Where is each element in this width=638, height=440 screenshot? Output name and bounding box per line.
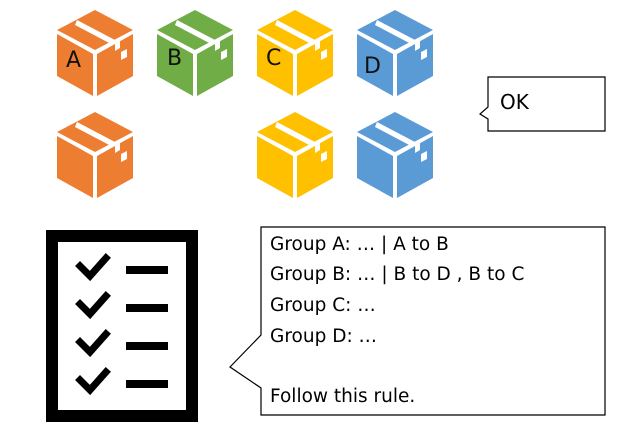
box-a-second <box>55 110 135 200</box>
rule-line-group-a: Group A: … | A to B <box>270 234 449 255</box>
box-icon <box>357 10 433 96</box>
box-label-c: C <box>266 46 282 71</box>
box-label-b: B <box>167 46 183 71</box>
box-c: C <box>255 8 335 98</box>
rule-line-group-b: Group B: … | B to D , B to C <box>270 264 525 285</box>
rule-speech-bubble: Group A: … | A to B Group B: … | B to D … <box>228 226 608 418</box>
ok-text: OK <box>500 90 529 114</box>
box-c-second <box>255 110 335 200</box>
rule-line-group-c: Group C: … <box>270 295 376 316</box>
box-icon <box>257 10 333 96</box>
box-label-a: A <box>66 48 82 73</box>
box-d-second <box>355 110 435 200</box>
rule-line-group-d: Group D: … <box>270 326 378 347</box>
box-icon <box>257 112 333 198</box>
rule-line-follow: Follow this rule. <box>270 386 416 407</box>
box-icon <box>57 112 133 198</box>
box-d: D <box>355 8 435 98</box>
box-label-d: D <box>364 54 381 79</box>
ok-speech-bubble: OK <box>478 76 608 134</box>
checklist-icon <box>46 230 198 422</box>
box-icon <box>57 10 133 96</box>
box-b: B <box>155 8 235 98</box>
box-a: A <box>55 8 135 98</box>
box-icon <box>157 10 233 96</box>
box-icon <box>357 112 433 198</box>
